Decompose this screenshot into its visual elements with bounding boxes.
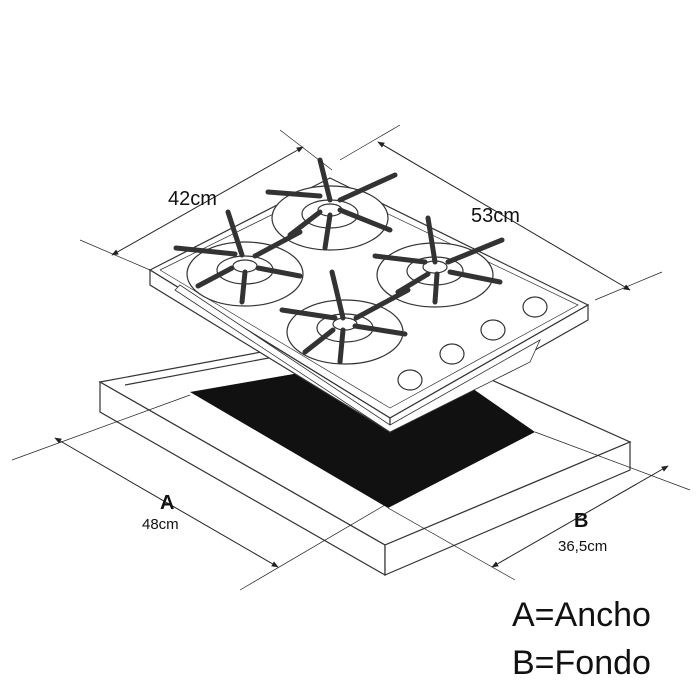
label-width-top: 42cm xyxy=(168,188,217,210)
dim-line-width-top xyxy=(111,146,304,256)
knob-2 xyxy=(439,343,465,365)
knob-1 xyxy=(397,369,423,391)
dim-line-cutout-depth xyxy=(491,465,669,568)
label-cutout-width-letter: A xyxy=(160,492,174,514)
dim-line-depth-top xyxy=(377,141,631,291)
control-knobs xyxy=(397,296,548,391)
dim-line-cutout-width xyxy=(54,437,279,568)
legend-line-ancho: A=Ancho xyxy=(512,596,651,634)
label-cutout-width-value: 48cm xyxy=(142,516,179,533)
legend-line-fondo: B=Fondo xyxy=(512,644,651,682)
knob-4 xyxy=(522,296,548,318)
cooktop-under-box xyxy=(174,284,541,433)
label-depth-top: 53cm xyxy=(471,205,520,227)
label-cutout-depth-value: 36,5cm xyxy=(558,538,607,555)
label-cutout-depth-letter: B xyxy=(574,510,588,532)
knob-3 xyxy=(480,319,506,341)
dimension-lines xyxy=(11,124,691,591)
burner-front-right xyxy=(279,269,411,365)
